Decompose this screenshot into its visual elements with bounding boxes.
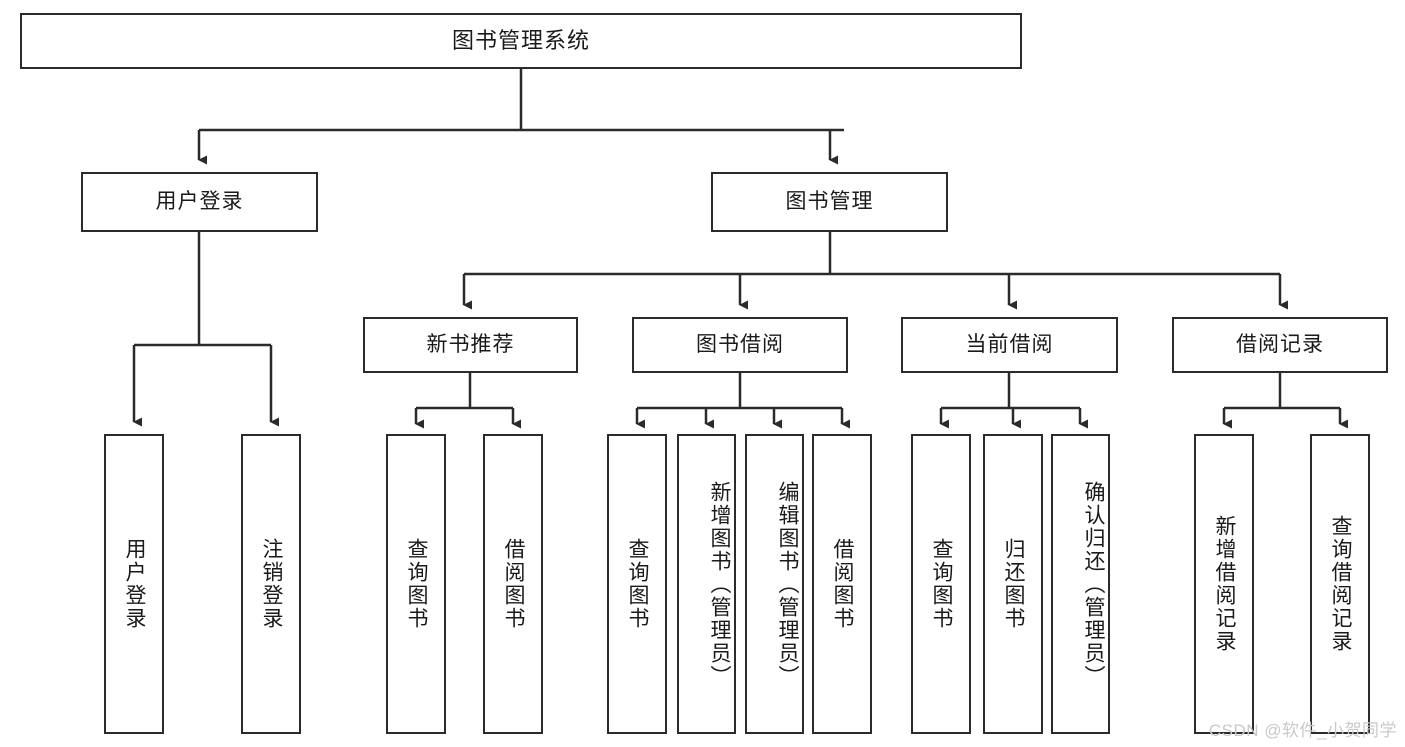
node-borrow-record[interactable]: 借阅记录 [1172,317,1388,373]
node-leaf-add-book-label: 新增图书（管理员） [708,480,731,688]
node-leaf-query-book-1[interactable]: 查询图书 [386,434,446,734]
node-leaf-query-book-3[interactable]: 查询图书 [911,434,971,734]
node-leaf-confirm-return[interactable]: 确认归还（管理员） [1051,434,1110,734]
node-leaf-user-login-label: 用户登录 [123,538,146,630]
node-current-borrow[interactable]: 当前借阅 [901,317,1118,373]
node-leaf-logout-label: 注销登录 [260,538,283,630]
node-leaf-query-book-2-label: 查询图书 [626,538,649,630]
node-new-book-rec-label: 新书推荐 [426,333,515,357]
node-leaf-return-book[interactable]: 归还图书 [983,434,1043,734]
node-book-borrow-label: 图书借阅 [696,333,784,357]
node-leaf-borrow-book-2-label: 借阅图书 [831,538,854,630]
node-user-login-label: 用户登录 [155,190,244,214]
node-book-manage-label: 图书管理 [785,190,874,214]
node-leaf-query-record-label: 查询借阅记录 [1329,515,1352,653]
node-leaf-return-book-label: 归还图书 [1002,538,1025,630]
node-leaf-edit-book-label: 编辑图书（管理员） [776,480,799,688]
node-leaf-query-book-2[interactable]: 查询图书 [607,434,667,734]
node-leaf-add-record-label: 新增借阅记录 [1213,515,1236,653]
node-leaf-borrow-book-1[interactable]: 借阅图书 [483,434,543,734]
node-leaf-borrow-book-2[interactable]: 借阅图书 [812,434,872,734]
node-root-label: 图书管理系统 [451,27,590,53]
node-leaf-add-book[interactable]: 新增图书（管理员） [677,434,736,734]
node-new-book-rec[interactable]: 新书推荐 [363,317,578,373]
csdn-watermark: CSDN @软件_小贺同学 [1208,721,1397,740]
node-leaf-user-login[interactable]: 用户登录 [104,434,164,734]
node-root[interactable]: 图书管理系统 [20,13,1022,69]
node-leaf-add-record[interactable]: 新增借阅记录 [1194,434,1254,734]
node-leaf-logout[interactable]: 注销登录 [241,434,301,734]
node-leaf-confirm-return-label: 确认归还（管理员） [1082,480,1105,688]
node-leaf-edit-book[interactable]: 编辑图书（管理员） [745,434,804,734]
node-leaf-query-record[interactable]: 查询借阅记录 [1310,434,1370,734]
node-user-login[interactable]: 用户登录 [81,172,318,232]
node-leaf-query-book-3-label: 查询图书 [930,538,953,630]
node-current-borrow-label: 当前借阅 [965,333,1054,357]
node-borrow-record-label: 借阅记录 [1236,333,1324,357]
node-leaf-borrow-book-1-label: 借阅图书 [502,538,525,630]
node-book-borrow[interactable]: 图书借阅 [632,317,848,373]
node-book-manage[interactable]: 图书管理 [711,172,948,232]
node-leaf-query-book-1-label: 查询图书 [405,538,428,630]
